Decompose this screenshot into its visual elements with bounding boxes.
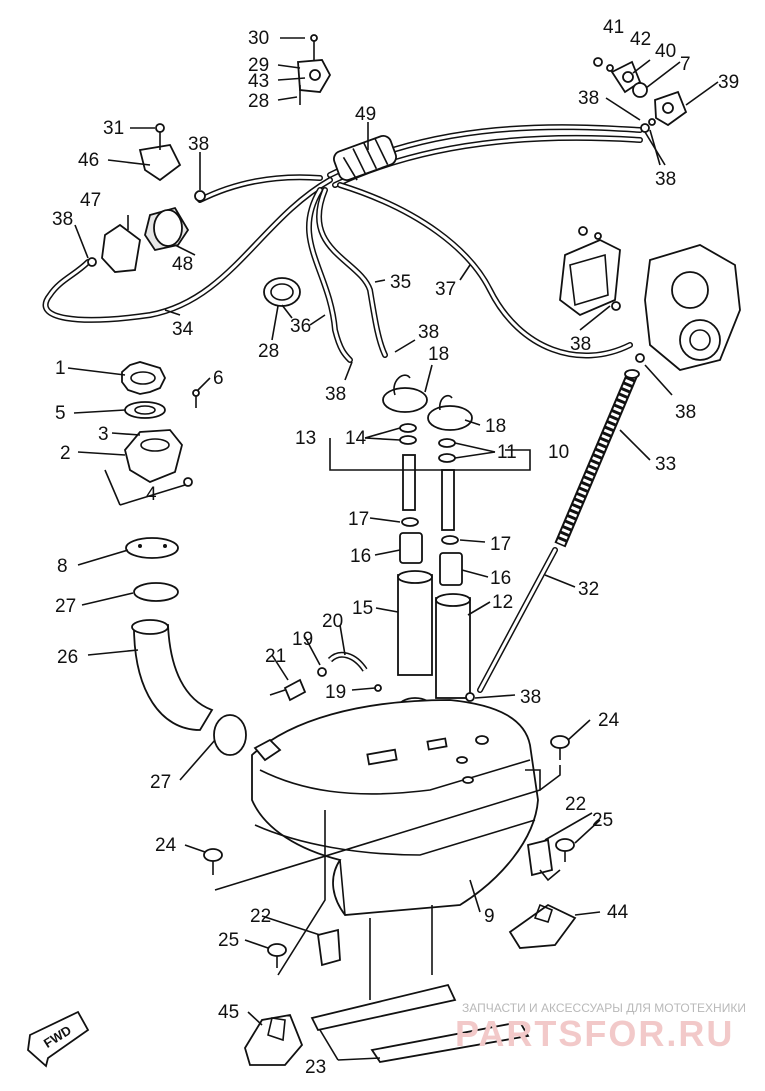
callout-8: 8 — [57, 556, 68, 577]
callout-49: 49 — [355, 104, 376, 125]
filler-neck-assembly — [125, 537, 247, 756]
callout-9: 9 — [484, 906, 495, 927]
callout-38-hose: 38 — [325, 384, 346, 405]
callout-27-bottom: 27 — [150, 772, 171, 793]
callout-2: 2 — [60, 443, 71, 464]
callout-24-left: 24 — [155, 835, 177, 856]
callout-38-right: 38 — [655, 169, 676, 190]
mount-hardware — [203, 735, 577, 1066]
vent-pipe-33 — [554, 369, 640, 548]
callout-14: 14 — [345, 428, 367, 449]
callout-19-top: 19 — [292, 629, 313, 650]
watermark-caption: ЗАПЧАСТИ И АКСЕССУАРЫ ДЛЯ МОТОТЕХНИКИ — [462, 1001, 746, 1015]
callout-26: 26 — [57, 647, 78, 668]
leader-lines — [67, 37, 719, 1061]
callout-20: 20 — [322, 611, 343, 632]
callout-24-right: 24 — [598, 710, 620, 731]
callout-1: 1 — [55, 358, 66, 379]
callout-6: 6 — [213, 368, 224, 389]
callout-48: 48 — [172, 254, 193, 275]
callout-38-tank: 38 — [520, 687, 541, 708]
callout-32: 32 — [578, 579, 599, 600]
callout-47: 47 — [80, 190, 101, 211]
callout-19-bottom: 19 — [325, 682, 346, 703]
callout-28-clamp: 28 — [258, 341, 279, 362]
callout-7: 7 — [680, 54, 691, 75]
callout-25-left: 25 — [218, 930, 239, 951]
callout-labels: 30 29 43 28 41 42 40 7 39 38 38 49 31 46… — [52, 17, 739, 1078]
sender-unit-right — [427, 394, 473, 733]
callout-38-mid: 38 — [418, 322, 439, 343]
watermark-brand: PARTSFOR.RU — [455, 1013, 734, 1054]
callout-37: 37 — [435, 279, 456, 300]
callout-17-left: 17 — [348, 509, 369, 530]
callout-22-right: 22 — [565, 794, 586, 815]
callout-40: 40 — [655, 41, 676, 62]
callout-12: 12 — [492, 592, 513, 613]
callout-16-right: 16 — [490, 568, 511, 589]
callout-46: 46 — [78, 150, 99, 171]
callout-17-right: 17 — [490, 534, 511, 555]
callout-21: 21 — [265, 646, 286, 667]
callout-38-carb: 38 — [570, 334, 591, 355]
callout-30: 30 — [248, 28, 269, 49]
callout-28-top: 28 — [248, 91, 269, 112]
callout-38-left: 38 — [52, 209, 73, 230]
callout-43: 43 — [248, 71, 269, 92]
callout-10: 10 — [548, 442, 569, 463]
clip-29-assembly — [297, 34, 332, 105]
watermark: ЗАПЧАСТИ И АКСЕССУАРЫ ДЛЯ МОТОТЕХНИКИ PA… — [455, 1001, 746, 1054]
callout-35: 35 — [390, 272, 411, 293]
callout-38-vent: 38 — [675, 402, 696, 423]
callout-38-top: 38 — [578, 88, 599, 109]
callout-27-top: 27 — [55, 596, 76, 617]
callout-31: 31 — [103, 118, 124, 139]
callout-42: 42 — [630, 29, 651, 50]
callout-38-pump: 38 — [188, 134, 209, 155]
callout-33: 33 — [655, 454, 676, 475]
fwd-arrow-icon: FWD — [27, 1010, 90, 1068]
sender-unit-left — [382, 374, 433, 719]
clamp-28 — [263, 277, 301, 319]
callout-41: 41 — [603, 17, 624, 38]
callout-45: 45 — [218, 1002, 239, 1023]
fitting-39-assembly — [593, 57, 688, 133]
callout-22-left: 22 — [250, 906, 271, 927]
callout-11: 11 — [497, 442, 517, 463]
callout-18-right: 18 — [485, 416, 506, 437]
callout-39: 39 — [718, 72, 739, 93]
callout-44: 44 — [607, 902, 629, 923]
callout-15: 15 — [352, 598, 373, 619]
callout-29: 29 — [248, 55, 269, 76]
hose-49-corrugated — [333, 134, 397, 182]
callout-16-left: 16 — [350, 546, 371, 567]
fuel-tank-9 — [251, 699, 539, 916]
callout-3: 3 — [98, 424, 109, 445]
callout-36: 36 — [290, 316, 311, 337]
hose-35 — [316, 187, 388, 358]
filler-cap-assembly — [121, 361, 200, 487]
hose-group — [42, 124, 643, 693]
fitting-19-21 — [269, 651, 475, 702]
callout-5: 5 — [55, 403, 66, 424]
hose-36 — [306, 187, 353, 363]
callout-25-right: 25 — [592, 810, 613, 831]
callout-13: 13 — [295, 428, 316, 449]
callout-23: 23 — [305, 1057, 326, 1078]
pump-47-48-assembly — [87, 123, 206, 273]
callout-4: 4 — [146, 484, 157, 505]
callout-34: 34 — [172, 319, 194, 340]
callout-18-top: 18 — [428, 344, 449, 365]
carburetor-assembly — [559, 226, 741, 371]
